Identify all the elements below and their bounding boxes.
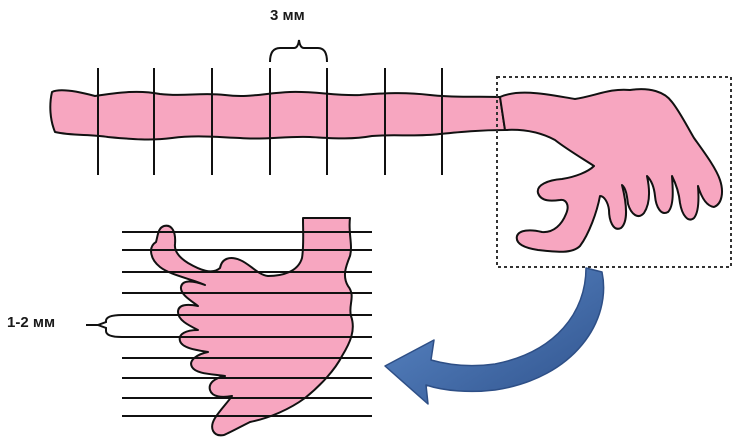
curved-arrow (385, 268, 604, 404)
fimbria-shape (500, 89, 722, 252)
tubular-specimen (50, 90, 505, 139)
spacing-bracket-left (98, 315, 122, 337)
fimbriated-end (500, 89, 722, 252)
spacing-bracket-top (270, 40, 327, 62)
label-1-2mm: 1-2 мм (7, 314, 55, 331)
tube-shape (50, 90, 505, 139)
label-3mm: 3 мм (270, 7, 305, 24)
